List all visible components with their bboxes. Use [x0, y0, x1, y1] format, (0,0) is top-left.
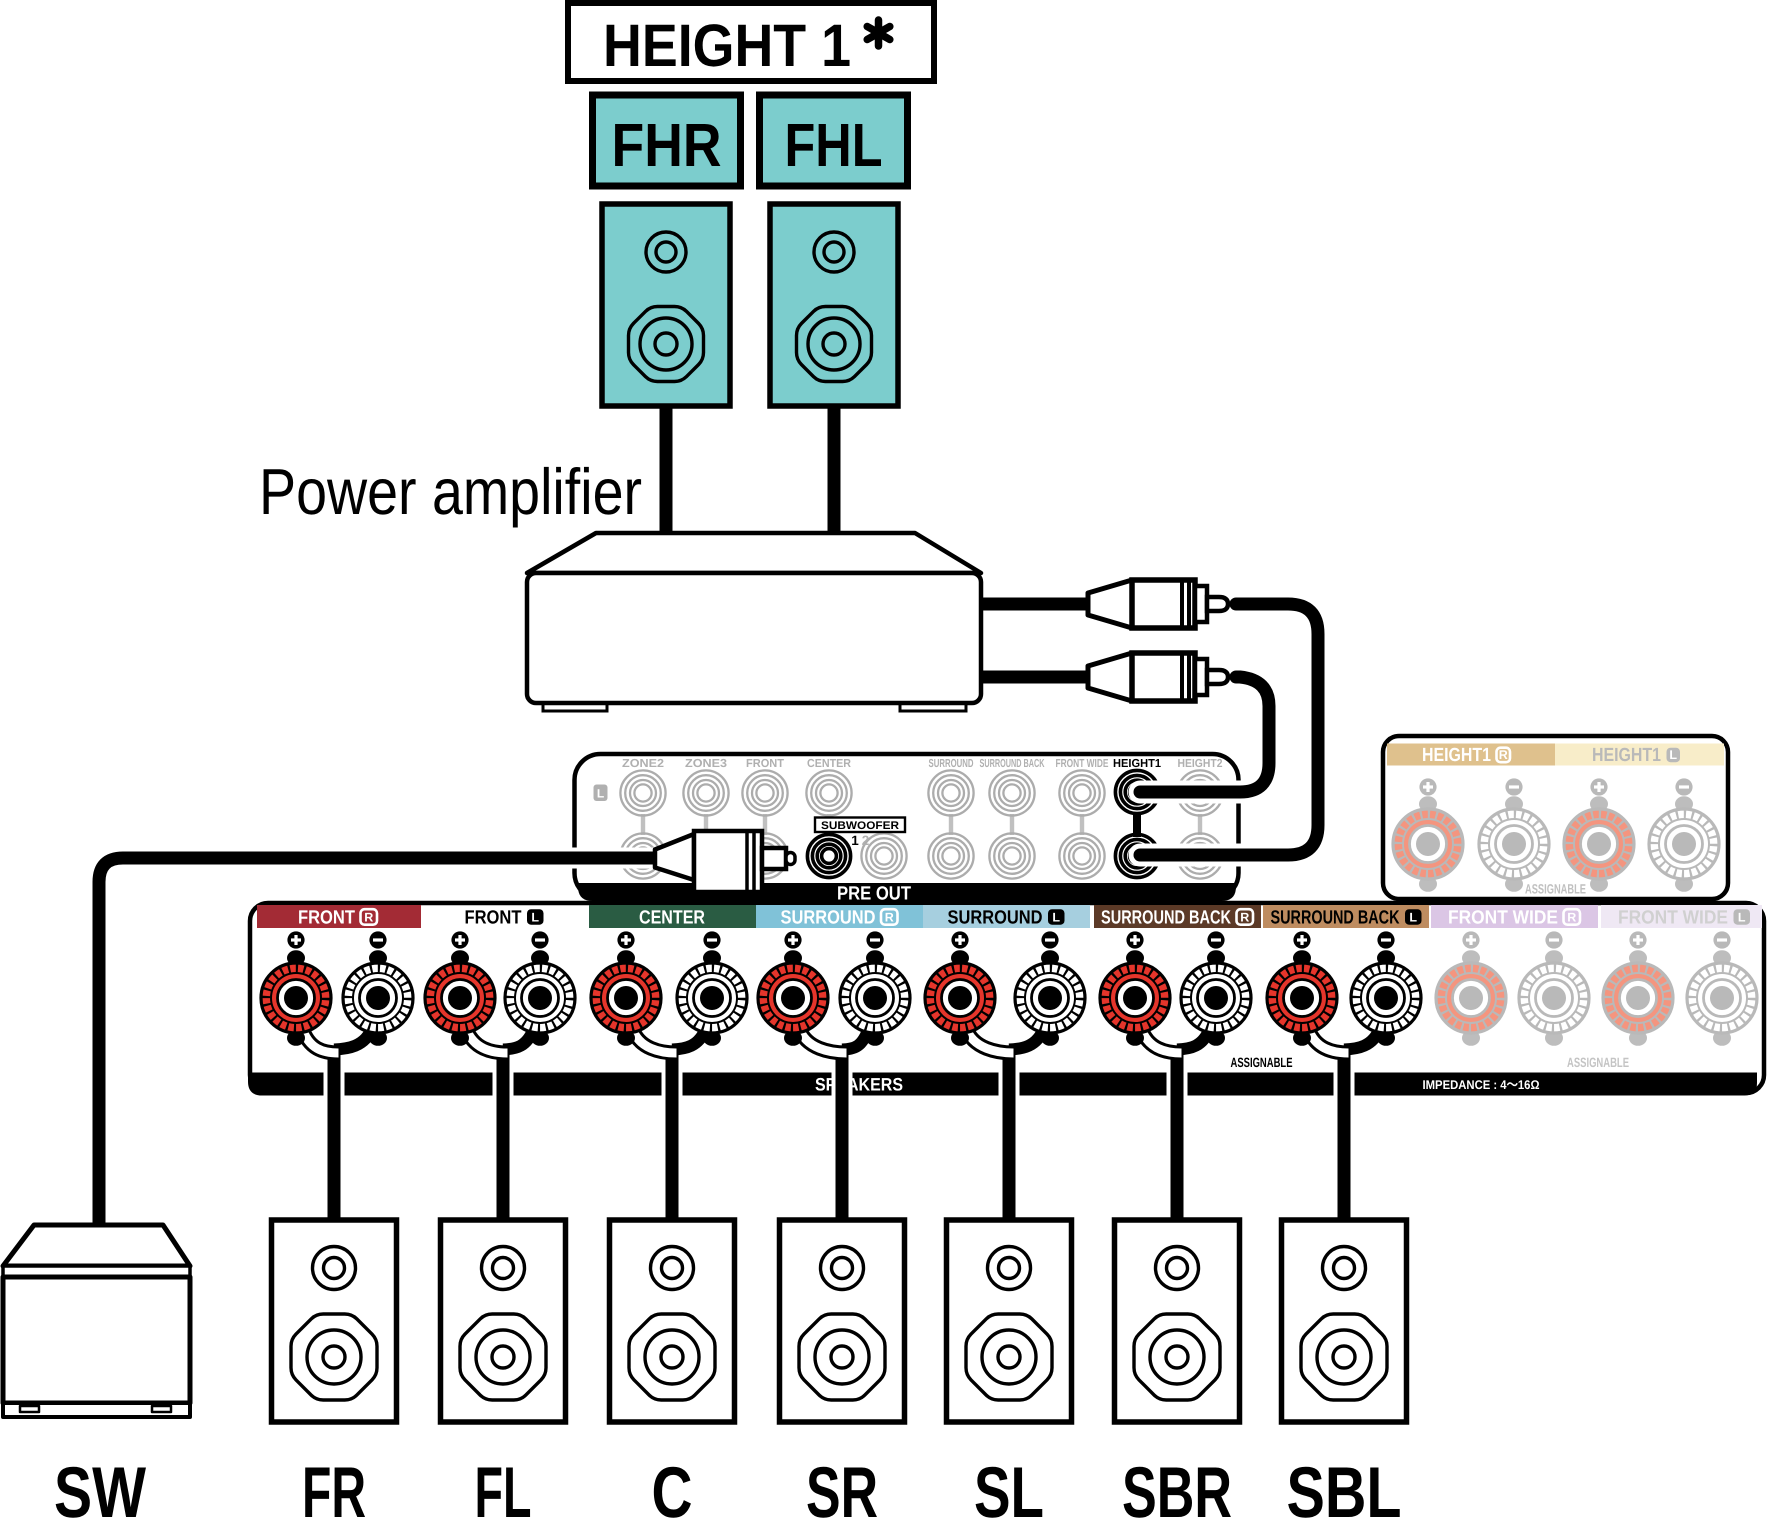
svg-text:SUBWOOFER: SUBWOOFER	[821, 820, 899, 832]
svg-text:HEIGHT1: HEIGHT1	[1592, 745, 1661, 766]
svg-text:1: 1	[851, 833, 859, 848]
svg-text:SURROUND BACK: SURROUND BACK	[980, 757, 1045, 770]
svg-text:ZONE3: ZONE3	[685, 757, 728, 770]
svg-text:L: L	[1409, 910, 1417, 924]
svg-text:SURROUND: SURROUND	[948, 908, 1043, 929]
svg-text:HEIGHT1: HEIGHT1	[1113, 757, 1162, 770]
svg-text:2: 2	[862, 833, 870, 848]
svg-text:FRONT WIDE: FRONT WIDE	[1056, 757, 1109, 770]
svg-text:SBL: SBL	[1287, 1453, 1402, 1525]
svg-text:ASSIGNABLE: ASSIGNABLE	[1231, 1055, 1293, 1070]
svg-text:CENTER: CENTER	[639, 908, 705, 929]
svg-text:PRE OUT: PRE OUT	[837, 883, 911, 904]
svg-text:FRONT: FRONT	[298, 908, 355, 929]
svg-text:SBR: SBR	[1122, 1453, 1232, 1525]
svg-text:FRONT: FRONT	[465, 908, 522, 929]
svg-text:HEIGHT1: HEIGHT1	[1422, 745, 1491, 766]
svg-text:R: R	[364, 910, 373, 924]
svg-text:FHL: FHL	[785, 111, 883, 179]
svg-text:Power amplifier: Power amplifier	[259, 455, 642, 528]
svg-text:ASSIGNABLE: ASSIGNABLE	[1567, 1055, 1629, 1070]
svg-text:HEIGHT2: HEIGHT2	[1178, 757, 1223, 770]
svg-text:SR: SR	[806, 1453, 878, 1525]
svg-text:C: C	[652, 1453, 693, 1525]
svg-text:SPEAKERS: SPEAKERS	[815, 1075, 903, 1095]
svg-text:SW: SW	[54, 1453, 146, 1525]
svg-text:L: L	[597, 787, 604, 801]
svg-text:FL: FL	[475, 1453, 532, 1525]
svg-text:ZONE2: ZONE2	[622, 757, 664, 770]
svg-text:FR: FR	[302, 1453, 366, 1525]
svg-text:R: R	[1567, 910, 1576, 924]
svg-text:SL: SL	[974, 1453, 1044, 1525]
svg-text:FRONT WIDE: FRONT WIDE	[1448, 908, 1558, 929]
svg-text:CENTER: CENTER	[807, 757, 852, 770]
svg-text:SURROUND BACK: SURROUND BACK	[1271, 908, 1400, 929]
svg-text:L: L	[1669, 748, 1677, 762]
svg-text:FHR: FHR	[612, 111, 722, 179]
svg-text:SURROUND: SURROUND	[781, 908, 876, 929]
svg-text:L: L	[1052, 910, 1060, 924]
svg-text:HEIGHT 1: HEIGHT 1	[603, 12, 851, 79]
svg-text:SURROUND BACK: SURROUND BACK	[1101, 908, 1231, 929]
svg-text:L: L	[531, 910, 539, 924]
svg-text:L: L	[1738, 910, 1746, 924]
svg-text:R: R	[1499, 748, 1508, 762]
svg-text:R: R	[1240, 910, 1249, 924]
svg-text:FRONT WIDE: FRONT WIDE	[1618, 908, 1728, 929]
svg-text:SURROUND: SURROUND	[929, 757, 974, 770]
svg-text:FRONT: FRONT	[746, 757, 784, 770]
svg-text:IMPEDANCE : 4〜16Ω: IMPEDANCE : 4〜16Ω	[1423, 1078, 1540, 1092]
svg-text:R: R	[885, 910, 894, 924]
svg-text:ASSIGNABLE: ASSIGNABLE	[1525, 882, 1586, 897]
